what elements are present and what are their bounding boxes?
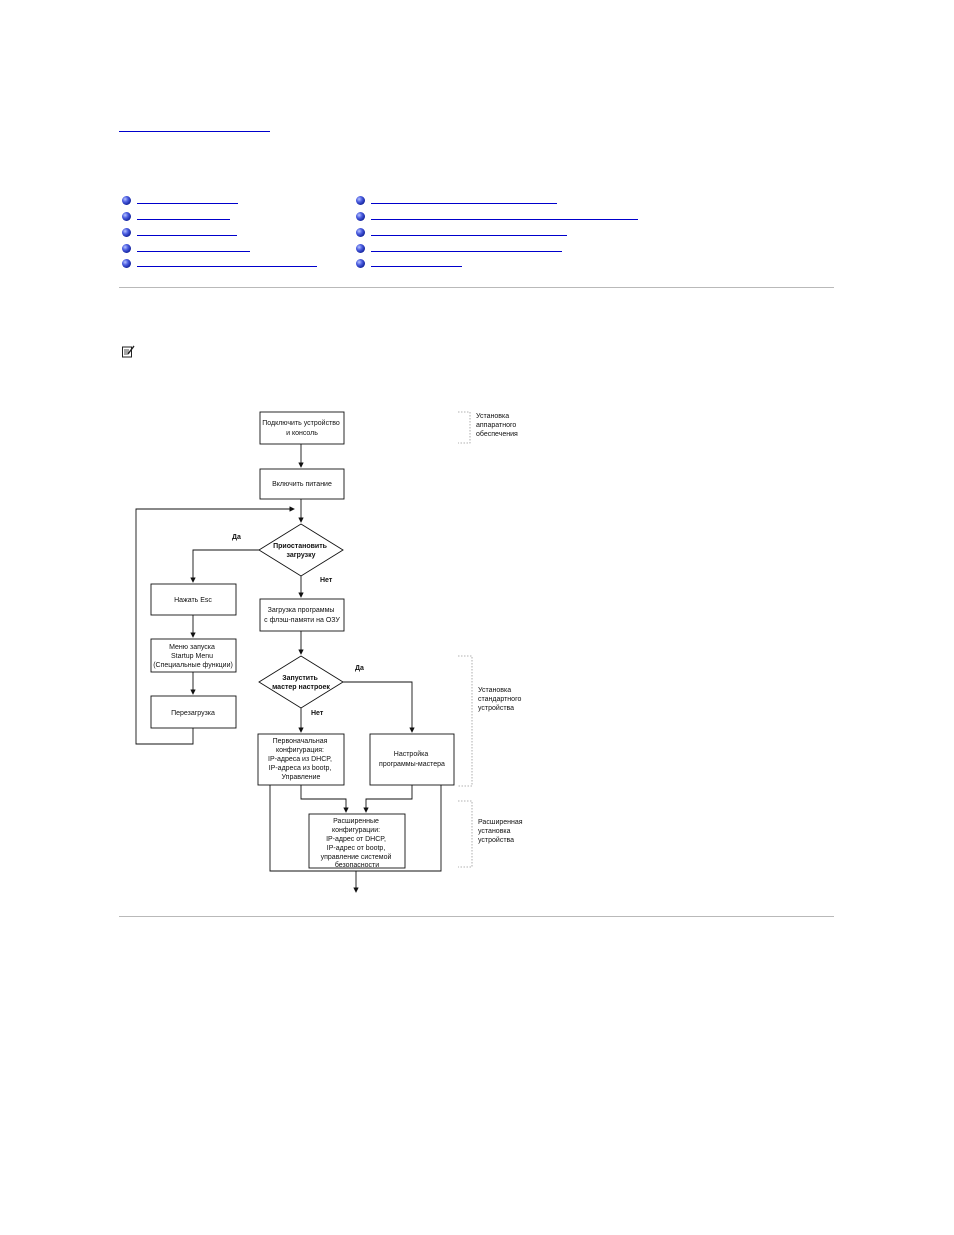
bullet-icon	[356, 228, 365, 237]
setup-flowchart: Подключить устройство и консоль Включить…	[135, 411, 525, 893]
toc-item-6[interactable]	[356, 196, 561, 208]
reboot-text: Перезагрузка	[171, 710, 215, 717]
toc-item-1[interactable]	[122, 196, 242, 208]
toc-link[interactable]	[137, 235, 237, 236]
wizard-setup-box	[369, 733, 455, 786]
toc-link[interactable]	[137, 219, 230, 220]
reboot-box	[150, 695, 237, 729]
divider-top	[119, 287, 834, 288]
bullet-icon	[356, 212, 365, 221]
no-pause-label: Нет	[320, 577, 333, 584]
toc-link[interactable]	[371, 235, 567, 236]
pause-decision	[258, 523, 344, 577]
divider-bottom	[119, 916, 834, 917]
connect-box	[259, 411, 345, 445]
yes-wizard-label: Да	[355, 665, 364, 672]
toc-item-10[interactable]	[356, 259, 466, 271]
toc-link[interactable]	[371, 203, 557, 204]
toc-item-5[interactable]	[122, 259, 322, 271]
press-esc-box	[150, 583, 237, 616]
toc-item-2[interactable]	[122, 212, 242, 224]
connect-text: Подключить устройство и консоль	[262, 419, 342, 437]
note-icon	[122, 345, 135, 358]
toc-item-8[interactable]	[356, 228, 571, 240]
back-link[interactable]	[119, 118, 270, 132]
bullet-icon	[122, 244, 131, 253]
toc-link[interactable]	[137, 266, 317, 267]
advanced-config-box	[308, 813, 406, 869]
wizard-q-text: Запустить мастер настроек	[272, 675, 330, 691]
bullet-icon	[122, 228, 131, 237]
bullet-icon	[122, 196, 131, 205]
initial-text: Первоначальная конфигурация: IP-адреса и…	[268, 738, 334, 781]
startup-menu-box	[150, 638, 237, 673]
power-text: Включить питание	[272, 481, 332, 488]
wizard-decision	[258, 655, 344, 709]
wizard-text: Настройка программы-мастера	[379, 750, 445, 768]
no-wizard-label: Нет	[311, 710, 324, 717]
toc-link[interactable]	[137, 251, 250, 252]
load-box	[259, 598, 345, 632]
toc-link[interactable]	[371, 251, 562, 252]
section-advanced-label: Расширенная установка устройства	[478, 819, 525, 844]
toc-item-9[interactable]	[356, 244, 566, 256]
bullet-icon	[122, 259, 131, 268]
startup-menu-text: Меню запуска Startup Menu (Специальные ф…	[153, 644, 233, 669]
bullet-icon	[356, 259, 365, 268]
toc-link[interactable]	[137, 203, 238, 204]
bullet-icon	[356, 196, 365, 205]
load-text: Загрузка программы с флэш-памяти на ОЗУ	[264, 607, 340, 624]
pause-text: Приостановить загрузку	[273, 543, 329, 559]
toc-link[interactable]	[371, 219, 638, 220]
press-esc-text: Нажать Esc	[174, 597, 212, 604]
section-standard-label: Установка стандартного устройства	[478, 687, 523, 712]
bullet-icon	[122, 212, 131, 221]
yes-pause-label: Да	[232, 534, 241, 541]
advanced-text: Расширенные конфигурации: IP-адрес от DH…	[321, 818, 394, 869]
power-box	[259, 468, 345, 500]
toc-link[interactable]	[371, 266, 462, 267]
initial-config-box	[257, 733, 345, 786]
bullet-icon	[356, 244, 365, 253]
toc-item-3[interactable]	[122, 228, 242, 240]
toc-item-7[interactable]	[356, 212, 641, 224]
toc-item-4[interactable]	[122, 244, 252, 256]
section-hardware-label: Установка аппаратного обеспечения	[476, 413, 518, 438]
